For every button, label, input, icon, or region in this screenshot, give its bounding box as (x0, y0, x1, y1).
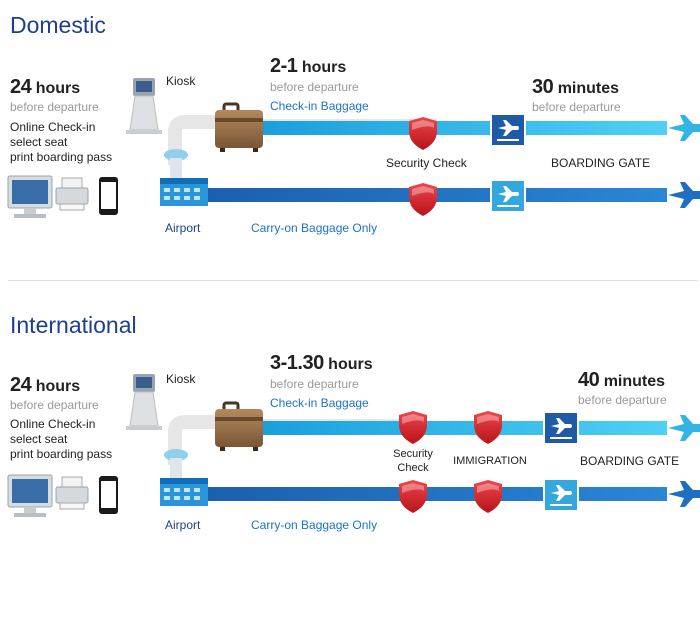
printer-icon (55, 177, 89, 211)
gate-time-sub: before departure (578, 393, 667, 407)
online-checkin-line: Online Check-in (10, 417, 96, 431)
airplane-icon (668, 415, 700, 441)
shield-icon (474, 411, 502, 444)
checkin-time-value: 2-1 (270, 55, 298, 77)
start-time-sub: before departure (10, 398, 99, 412)
international-flow-graphic (7, 374, 700, 517)
checkin-time-sub: before departure (270, 80, 359, 94)
carryon-baggage-label: Carry-on Baggage Only (251, 221, 378, 235)
start-time-unit: hours (35, 378, 81, 395)
airplane-icon (668, 481, 700, 507)
airport-label: Airport (165, 518, 201, 532)
checkin-time-unit: hours (328, 356, 373, 373)
gate-time-unit: minutes (603, 373, 666, 390)
start-time: 24 hours (10, 374, 80, 397)
security-check-line: Security (393, 448, 433, 460)
suitcase-icon (215, 401, 263, 451)
boarding-gate-label: BOARDING GATE (551, 156, 651, 170)
airplane-icon (668, 115, 700, 141)
computer-icon (7, 474, 53, 517)
gate-time: 30 minutes (532, 76, 619, 99)
checkin-time: 2-1 hours (270, 55, 346, 78)
kiosk-icon (126, 78, 162, 134)
checkin-time-value: 3-1.30 (270, 352, 324, 374)
security-check-label: Security Check (386, 156, 467, 170)
shield-icon (399, 411, 427, 444)
top-lane-light (262, 421, 667, 435)
gate-time-unit: minutes (557, 80, 620, 97)
airport-tower-icon (160, 149, 208, 206)
gate-time-sub: before departure (532, 100, 621, 114)
phone-icon (99, 476, 118, 514)
start-time-sub: before departure (10, 100, 99, 114)
online-checkin-line: print boarding pass (10, 150, 113, 164)
online-checkin-line: print boarding pass (10, 447, 113, 461)
kiosk-icon (126, 374, 162, 430)
kiosk-label: Kiosk (166, 74, 196, 88)
online-checkin-line: Online Check-in (10, 120, 96, 134)
airport-tower-icon (160, 449, 208, 506)
gate-time: 40 minutes (578, 369, 665, 392)
gate-time-value: 40 (578, 369, 600, 391)
airplane-icon (668, 182, 700, 208)
international-section: International 24 hours before departure … (0, 300, 700, 570)
gate-time-value: 30 (532, 76, 554, 98)
printer-icon (55, 476, 89, 510)
gate-plane-icon (490, 113, 526, 147)
start-time-value: 24 (10, 374, 32, 396)
online-checkin-line: select seat (10, 432, 68, 446)
connector-track (168, 415, 215, 465)
checkin-time-sub: before departure (270, 377, 359, 391)
checkin-time-unit: hours (301, 59, 347, 76)
connector-track (168, 115, 215, 165)
carryon-baggage-label: Carry-on Baggage Only (251, 518, 378, 532)
gate-plane-icon (543, 478, 579, 512)
checkin-baggage-label: Check-in Baggage (270, 396, 369, 410)
airport-label: Airport (165, 221, 201, 235)
shield-icon (474, 480, 502, 513)
kiosk-label: Kiosk (166, 372, 196, 386)
gate-plane-icon (543, 411, 579, 445)
online-checkin-line: select seat (10, 135, 68, 149)
section-title: Domestic (10, 12, 106, 38)
section-divider (8, 280, 698, 281)
checkin-baggage-label: Check-in Baggage (270, 99, 369, 113)
start-time-unit: hours (35, 80, 81, 97)
phone-icon (99, 177, 118, 215)
shield-icon (399, 480, 427, 513)
bottom-lane-dark (205, 487, 667, 501)
shield-icon (409, 117, 437, 150)
suitcase-icon (215, 102, 263, 152)
start-time-value: 24 (10, 76, 32, 98)
online-checkin-list: Online Check-in select seat print boardi… (10, 120, 112, 165)
security-check-line: Check (397, 462, 429, 474)
security-check-label: Security Check (383, 447, 443, 475)
domestic-flow-graphic (7, 78, 700, 218)
checkin-time: 3-1.30 hours (270, 352, 373, 375)
gate-plane-icon (490, 179, 526, 213)
section-title: International (10, 312, 137, 338)
start-time: 24 hours (10, 76, 80, 99)
computer-icon (7, 175, 53, 218)
boarding-gate-label: BOARDING GATE (580, 454, 680, 468)
shield-icon (409, 183, 437, 216)
domestic-section: Domestic 24 hours before departure Onlin… (0, 0, 700, 270)
online-checkin-list: Online Check-in select seat print boardi… (10, 417, 112, 462)
top-lane-light (262, 121, 667, 135)
immigration-label: IMMIGRATION (453, 455, 527, 467)
